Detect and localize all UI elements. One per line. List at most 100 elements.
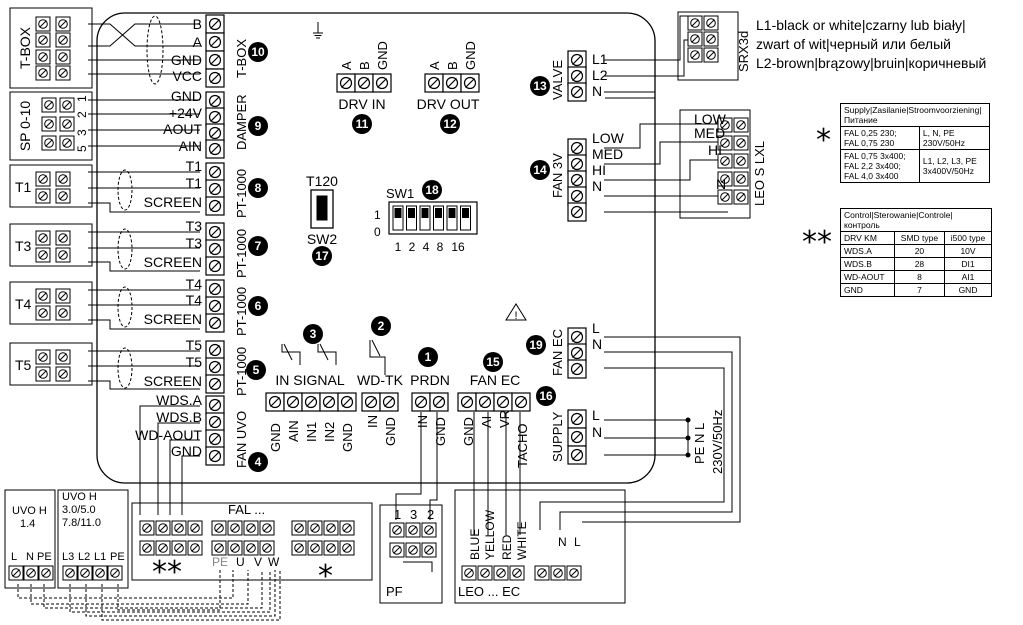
t1-term-screen: SCREEN [144, 194, 202, 210]
badge-9: 9 [248, 116, 268, 136]
leo-ec-wire-blue: BLUE [468, 529, 482, 560]
leo-ec-wire-white: WHITE [515, 521, 529, 560]
fan-uvo-block-name: FAN UVO [234, 411, 249, 468]
uvo-small-pin-n: N [26, 551, 34, 563]
tbox-block-name: T-BOX [234, 39, 249, 78]
sp-term-gnd: GND [171, 88, 202, 104]
fan-ec-bottom-title: FAN EC [470, 372, 521, 388]
control-table-cell: AI1 [944, 270, 992, 284]
drv-in-pin-gnd: GND [375, 41, 390, 70]
dip-value-label: 16 [451, 240, 465, 254]
uvo-large-pin-pe: PE [110, 551, 125, 563]
control-table-col: DRV KM [840, 231, 895, 245]
fal-title: FAL ... [228, 502, 265, 517]
pf-label: PF [386, 584, 403, 599]
sp010-pin-5: 5 [75, 145, 89, 152]
t1-block-name: PT-1000 [234, 169, 249, 218]
wd-tk-title: WD-TK [357, 372, 404, 388]
t5-term-2: T5 [186, 354, 203, 370]
dip-switch-knob [448, 208, 456, 218]
badge-3: 3 [303, 324, 323, 344]
fan3v-term-med: MED [592, 146, 623, 162]
fan3v-term-n: N [592, 178, 602, 194]
svg-text:13: 13 [533, 79, 547, 93]
fan3v-term-hi: HI [592, 162, 606, 178]
svg-text:19: 19 [529, 338, 543, 352]
sp-term-aout: AOUT [163, 121, 202, 137]
srx-desc-3: L2-brown|brązowy|bruin|коричневый [756, 55, 986, 71]
leo-term-low: LOW [694, 111, 727, 127]
supply-pe-n-l: PE N L [692, 423, 707, 464]
tbox-term-a: A [193, 34, 203, 50]
svg-text:9: 9 [255, 119, 262, 133]
dip-switch-knob [421, 208, 429, 218]
svg-text:10: 10 [251, 45, 265, 59]
t5-term-1: T5 [186, 337, 203, 353]
badge-13: 13 [530, 76, 550, 96]
svg-text:16: 16 [539, 389, 553, 403]
t4-block-name: PT-1000 [234, 287, 249, 336]
badge-19: 19 [526, 335, 546, 355]
svg-text:!: ! [514, 310, 517, 322]
control-table-cell: 10V [944, 244, 992, 258]
drv-out-pin-a: A [427, 61, 442, 70]
srx-desc-2: zwart of wit|черный или белый [756, 36, 951, 52]
dip-switch-knob [408, 208, 415, 218]
svg-text:7: 7 [255, 239, 262, 253]
fal-pin-v: V [254, 555, 262, 569]
uvo-small-pin-pe: PE [37, 551, 52, 563]
control-table-cell: DI1 [944, 257, 992, 271]
drv-out-label: DRV OUT [417, 96, 480, 112]
leo-ec-wire-yellow: YELLOW [483, 509, 497, 560]
badge-14: 14 [530, 160, 550, 180]
badge-10: 10 [248, 42, 268, 62]
badge-1: 1 [418, 347, 438, 367]
supply-term-l: L [592, 407, 600, 423]
badge-17: 17 [312, 246, 332, 266]
fan3v-term-low: LOW [592, 130, 625, 146]
tbox-device-label: T-BOX [17, 26, 33, 69]
sp010-pin-2: 2 [75, 111, 89, 118]
fan-uvo-term-wdsb: WDS.B [156, 409, 202, 425]
badge-7: 7 [248, 236, 268, 256]
supply-table-header: Supply|Zasilanie|Stroomvoorziening|Питан… [840, 103, 990, 127]
fan-uvo-term-wdaout: WD-AOUT [135, 427, 202, 443]
in-signal-pin-ain: AIN [286, 420, 301, 442]
fan-ec-pin-gnd: GND [461, 417, 476, 446]
prdn-title: PRDN [410, 372, 450, 388]
svg-text:11: 11 [356, 117, 369, 131]
dip-switch-knob [435, 208, 442, 218]
t3-term-screen: SCREEN [144, 254, 202, 270]
t5-term-screen: SCREEN [144, 373, 202, 389]
uvo-small-pin-l: L [11, 551, 17, 563]
t3-term-1: T3 [186, 218, 203, 234]
star-double-control: ** [802, 225, 832, 260]
sp010-device-label: SP 0-10 [17, 101, 33, 152]
control-table-cell: WDS.A [840, 244, 895, 258]
leo-term-med: MED [694, 125, 725, 141]
uvo-large-sub1: 3.0/5.0 [62, 504, 96, 516]
svg-text:5: 5 [253, 363, 260, 377]
leo-ec-wire-red: RED [500, 534, 514, 560]
leo-ec-label: LEO ... EC [458, 584, 520, 599]
t1-device-label: T1 [15, 179, 32, 195]
pf-pin-1: 1 [394, 507, 401, 522]
leo-term-hi: HI [708, 142, 722, 158]
in-signal-pin-in1: IN1 [304, 422, 319, 442]
uvo-large-sub2: 7.8/11.0 [62, 517, 101, 529]
control-table-cell: 7 [893, 283, 946, 297]
sp-term-ain: AIN [179, 138, 202, 154]
supply-table-cell: L1, L2, L3, PE 3x400V/50Hz [918, 149, 991, 183]
svg-text:2: 2 [378, 319, 385, 333]
t5-block-name: PT-1000 [234, 347, 249, 396]
sp010-pin-3: 3 [75, 129, 89, 136]
badge-8: 8 [248, 178, 268, 198]
srx-name: SRX3d [736, 31, 751, 72]
pf-pin-2: 2 [427, 507, 434, 522]
svg-text:6: 6 [255, 299, 262, 313]
tbox-term-vcc: VCC [172, 68, 202, 84]
fal-pin-w: W [268, 555, 280, 569]
valve-term-l2: L2 [592, 67, 608, 83]
uvo-small-title: UVO H [12, 505, 47, 517]
